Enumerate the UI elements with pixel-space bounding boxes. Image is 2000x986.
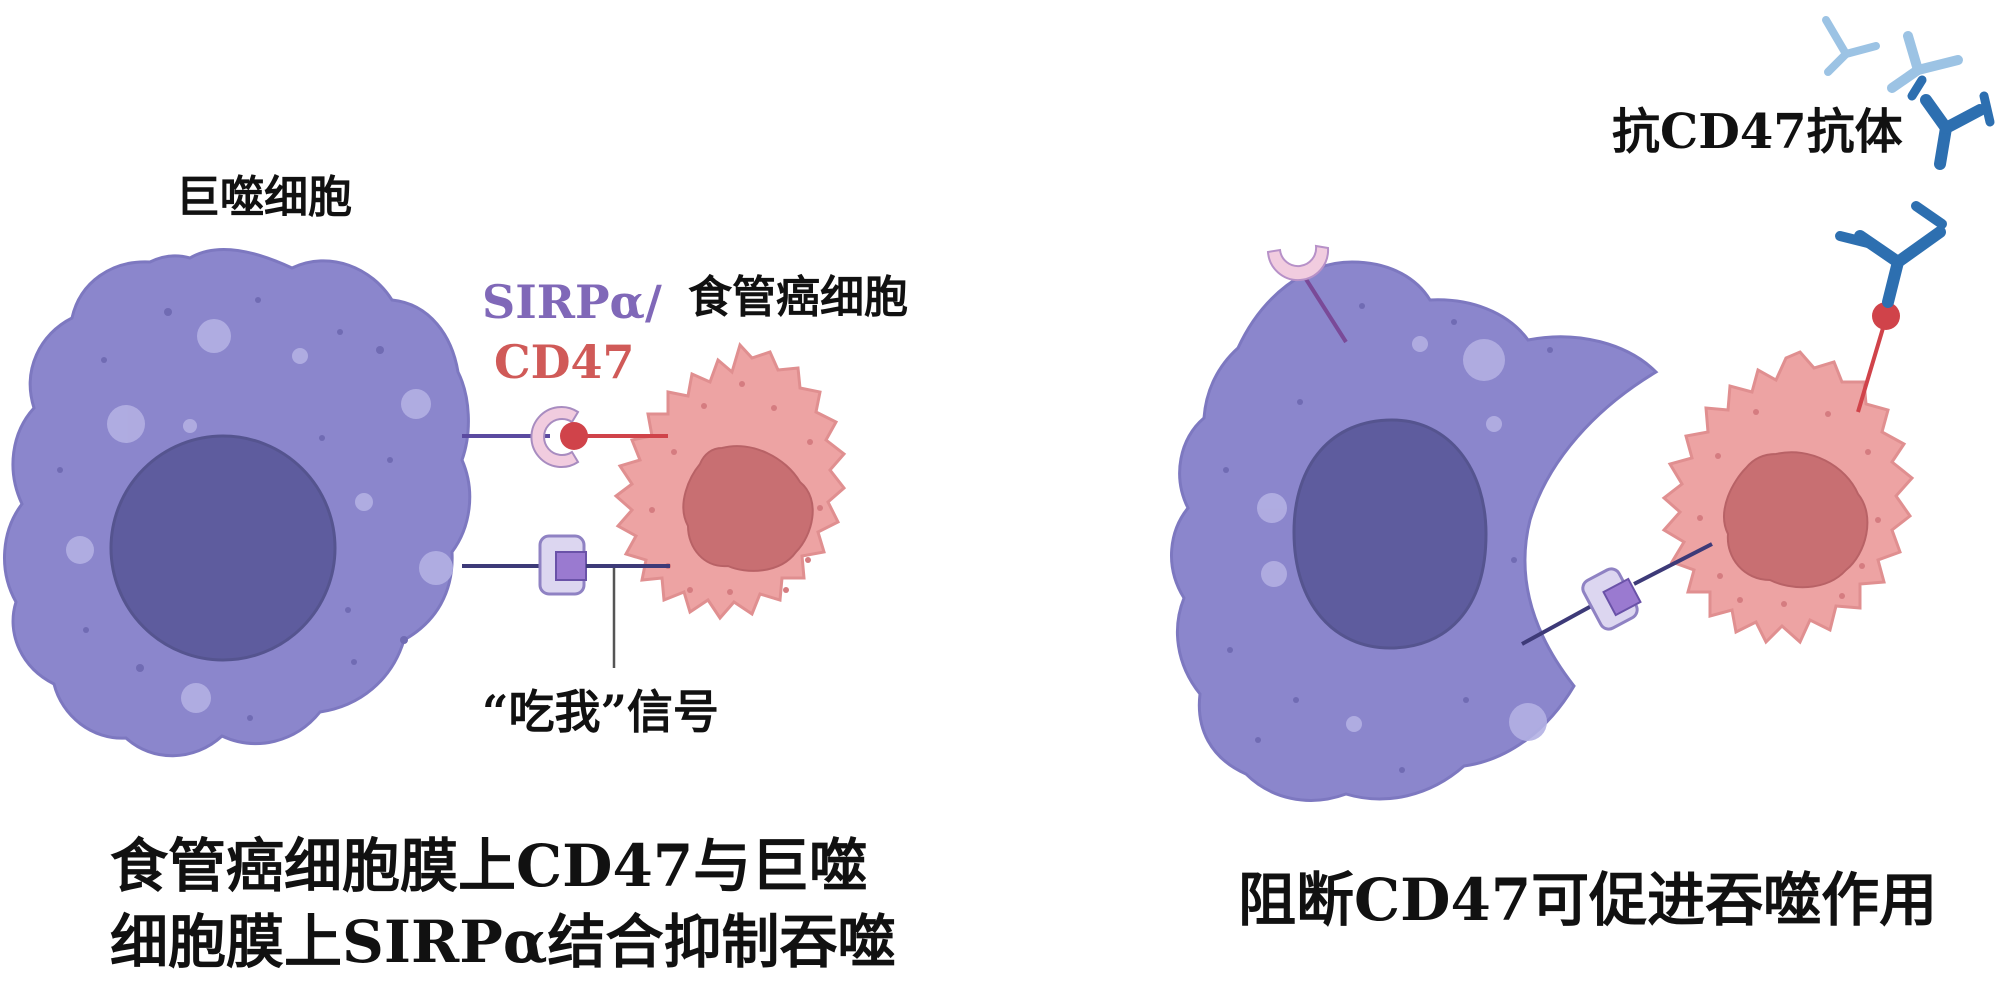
cancer-cell-label: 食管癌细胞 xyxy=(688,272,908,323)
anti-cd47-antibody-label: 抗CD47抗体 xyxy=(1612,104,1903,160)
cd47-receptor-right xyxy=(1872,302,1900,330)
left-caption-line1: 食管癌细胞膜上CD47与巨噬 xyxy=(110,832,867,900)
eat-me-ligand-right xyxy=(1602,577,1642,617)
sirpa-label: SIRPα/ xyxy=(482,275,662,329)
cancer-speckles-right xyxy=(1697,409,1881,607)
macrophage-label: 巨噬细胞 xyxy=(176,172,352,223)
cancer-speckles-left xyxy=(649,381,823,595)
eat-me-ligand-left xyxy=(555,551,587,581)
anti-cd47-antibody-free-dark xyxy=(1907,75,1995,170)
anti-cd47-antibody-bound xyxy=(1835,201,1947,308)
macrophage-nucleus-right xyxy=(1292,418,1488,650)
cd47-stalk-right xyxy=(1856,317,1888,413)
macrophage-vesicles-left xyxy=(66,319,453,713)
macrophage-nucleus-left xyxy=(109,434,337,662)
cd47-label: CD47 xyxy=(494,335,635,389)
right-panel: 抗CD47抗体 阻断CD47可促进吞噬作用 xyxy=(1170,16,1995,934)
cancer-nucleus-right xyxy=(1723,451,1869,589)
sirpa-receptor-left xyxy=(530,406,580,468)
left-caption-line2: 细胞膜上SIRPα结合抑制吞噬 xyxy=(110,908,895,976)
eat-me-stalk-cancer-right xyxy=(1633,542,1713,586)
right-caption: 阻断CD47可促进吞噬作用 xyxy=(1238,866,1937,934)
cancer-nucleus-left xyxy=(682,445,814,572)
sirpa-receptor-right xyxy=(1266,244,1330,282)
cd47-receptor-left xyxy=(560,422,588,450)
eat-me-signal-label: “吃我”信号 xyxy=(482,685,719,739)
macrophage-vesicles-right xyxy=(1257,336,1547,741)
anti-cd47-antibody-free-light xyxy=(1822,16,1963,93)
macrophage-speckles-right xyxy=(1223,303,1553,773)
macrophage-speckles-left xyxy=(57,297,408,721)
sirpa-stalk-right xyxy=(1302,274,1348,344)
left-panel: 巨噬细胞 SIRPα/ CD47 食管癌细胞 “吃我”信号 食管癌细胞膜上CD4… xyxy=(3,172,908,976)
